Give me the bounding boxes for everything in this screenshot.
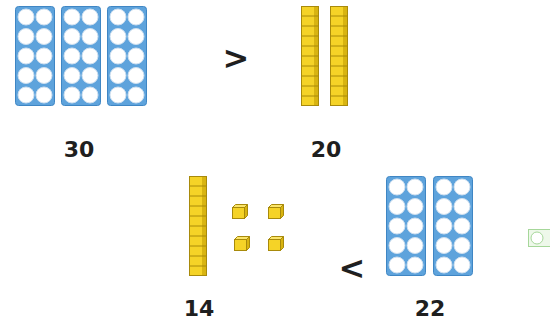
- ten-frame: [16, 7, 55, 106]
- ten-rod: [301, 7, 319, 106]
- ten-rod: [330, 7, 348, 106]
- ten-rod: [189, 177, 207, 276]
- unit-cube: [269, 205, 284, 219]
- ten-frame: [434, 177, 473, 276]
- ten-frame: [108, 7, 147, 106]
- partial-frame: [529, 230, 550, 247]
- number-label: 30: [64, 139, 95, 161]
- comparison-sign: <: [339, 252, 366, 284]
- ten-frame: [62, 7, 101, 106]
- number-label: 22: [415, 298, 446, 320]
- unit-cube: [269, 237, 284, 251]
- ten-frame: [387, 177, 426, 276]
- unit-cube: [235, 237, 250, 251]
- unit-cube: [233, 205, 248, 219]
- number-label: 14: [184, 298, 215, 320]
- number-label: 20: [311, 139, 342, 161]
- comparison-sign: >: [223, 42, 250, 74]
